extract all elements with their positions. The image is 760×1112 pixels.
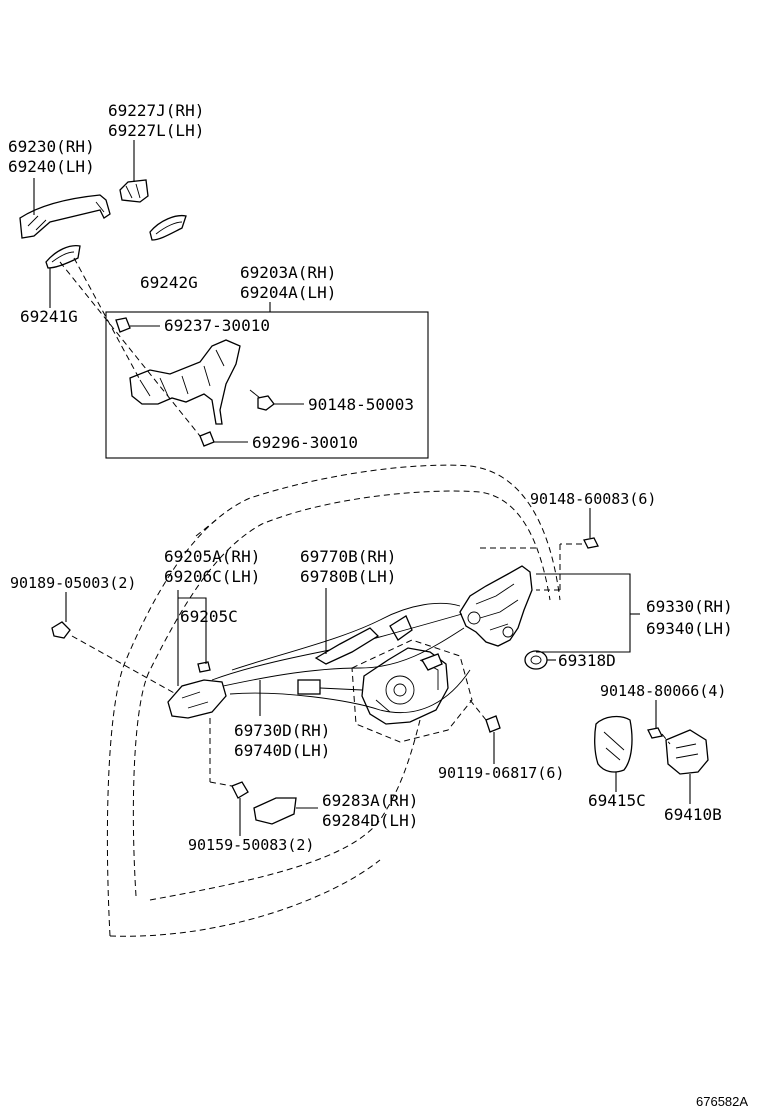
label-90148-50003: 90148-50003 — [308, 395, 414, 414]
label-69205c: 69205C — [180, 607, 238, 626]
handle-frame-part — [129, 339, 241, 425]
lock-gasket-part — [524, 650, 548, 670]
label-69318d: 69318D — [558, 651, 616, 670]
striker-cover-part — [594, 715, 633, 773]
reference-code: 676582A — [696, 1094, 748, 1109]
clip-69237 — [115, 317, 131, 333]
label-90148-60083: 90148-60083(6) — [530, 490, 656, 508]
door-outline — [106, 464, 561, 937]
label-69415c: 69415C — [588, 791, 646, 810]
striker-part — [665, 729, 709, 775]
label-90148-80066: 90148-80066(4) — [600, 682, 726, 700]
outside-handle-part — [19, 194, 111, 239]
label-69780b: 69780B(LH) — [300, 567, 396, 586]
outside-handle-group: 69227J(RH) 69227L(LH) 69230(RH) 69240(LH… — [8, 101, 336, 326]
label-69240: 69240(LH) — [8, 157, 95, 176]
label-69227l: 69227L(LH) — [108, 121, 204, 140]
handle-gasket-part — [45, 244, 81, 269]
bolt-90159 — [231, 781, 249, 799]
bracket-69283a — [253, 797, 297, 825]
clip-69296 — [199, 431, 215, 447]
label-69227j: 69227J(RH) — [108, 101, 204, 120]
label-69242g: 69242G — [140, 273, 198, 292]
label-90119: 90119-06817(6) — [438, 764, 564, 782]
label-69230: 69230(RH) — [8, 137, 95, 156]
striker-group: 90148-80066(4) 69415C 69410B — [588, 682, 726, 824]
bolt-90148-50003 — [257, 395, 275, 411]
label-69237: 69237-30010 — [164, 316, 270, 335]
handle-frame-box: 69237-30010 90148-50003 69296-30010 — [59, 257, 429, 459]
label-69284d: 69284D(LH) — [322, 811, 418, 830]
clip-69205c — [197, 661, 211, 673]
grommet-90189 — [51, 621, 71, 639]
label-69770b: 69770B(RH) — [300, 547, 396, 566]
outside-lever-part — [167, 679, 227, 719]
handle-cover-part — [119, 179, 149, 203]
label-90189: 90189-05003(2) — [10, 574, 136, 592]
label-69296: 69296-30010 — [252, 433, 358, 452]
label-69740d: 69740D(LH) — [234, 741, 330, 760]
label-69730d: 69730D(RH) — [234, 721, 330, 740]
screw-90148-80066 — [647, 727, 663, 739]
label-90159: 90159-50083(2) — [188, 836, 314, 854]
bolt-90119 — [485, 715, 501, 733]
label-69330: 69330(RH) — [646, 597, 733, 616]
handle-pad-part — [149, 214, 187, 241]
label-69410b: 69410B — [664, 805, 722, 824]
door-lock-part — [459, 565, 533, 647]
label-69206c: 69206C(LH) — [164, 567, 260, 586]
label-69283a: 69283A(RH) — [322, 791, 418, 810]
label-69205a: 69205A(RH) — [164, 547, 260, 566]
label-69204a: 69204A(LH) — [240, 283, 336, 302]
label-69203a: 69203A(RH) — [240, 263, 336, 282]
lock-assembly-group: 69205A(RH) 69206C(LH) 69770B(RH) 69780B(… — [10, 490, 733, 854]
label-69241g: 69241G — [20, 307, 78, 326]
bolt-90148-60083 — [583, 537, 599, 549]
cable-sleeve-part — [314, 627, 380, 665]
label-69340: 69340(LH) — [646, 619, 733, 638]
